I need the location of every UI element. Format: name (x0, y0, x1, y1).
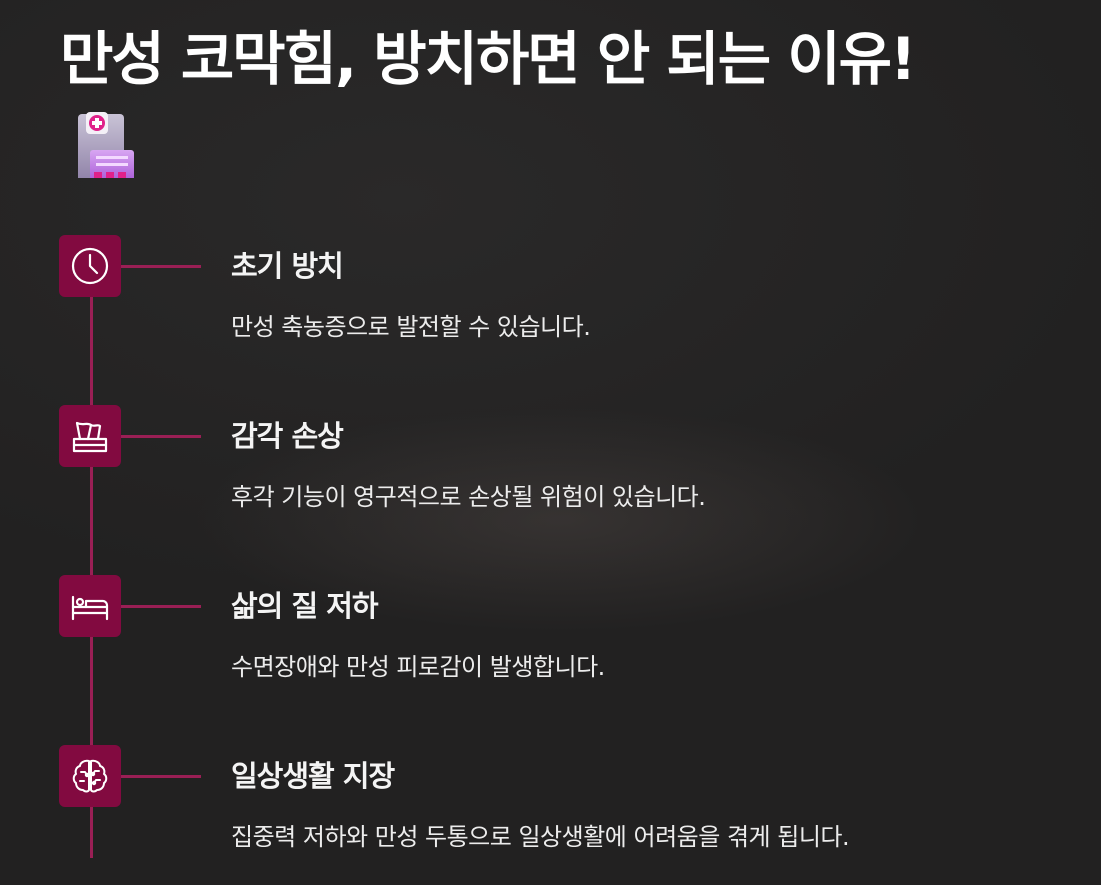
timeline-item: 일상생활 지장 집중력 저하와 만성 두통으로 일상생활에 어려움을 겪게 됩니… (0, 745, 1101, 865)
tissue-box-icon (59, 405, 121, 467)
timeline-line (90, 266, 93, 858)
item-title: 감각 손상 (231, 419, 344, 453)
page-title: 만성 코막힘, 방치하면 안 되는 이유! (60, 25, 916, 93)
timeline-item: 감각 손상 후각 기능이 영구적으로 손상될 위험이 있습니다. (0, 405, 1101, 525)
timeline-connector (121, 265, 201, 268)
clock-icon (59, 235, 121, 297)
timeline-connector (121, 775, 201, 778)
item-title: 일상생활 지장 (231, 759, 395, 793)
bed-icon (59, 575, 121, 637)
clipboard-medical-icon (76, 110, 138, 178)
item-description: 수면장애와 만성 피로감이 발생합니다. (231, 653, 605, 681)
timeline-connector (121, 435, 201, 438)
item-description: 후각 기능이 영구적으로 손상될 위험이 있습니다. (231, 483, 706, 511)
timeline-item: 초기 방치 만성 축농증으로 발전할 수 있습니다. (0, 235, 1101, 355)
item-title: 삶의 질 저하 (231, 589, 379, 623)
timeline-connector (121, 605, 201, 608)
item-title: 초기 방치 (231, 249, 344, 283)
timeline-item: 삶의 질 저하 수면장애와 만성 피로감이 발생합니다. (0, 575, 1101, 695)
item-description: 만성 축농증으로 발전할 수 있습니다. (231, 313, 591, 341)
brain-icon (59, 745, 121, 807)
item-description: 집중력 저하와 만성 두통으로 일상생활에 어려움을 겪게 됩니다. (231, 823, 850, 851)
